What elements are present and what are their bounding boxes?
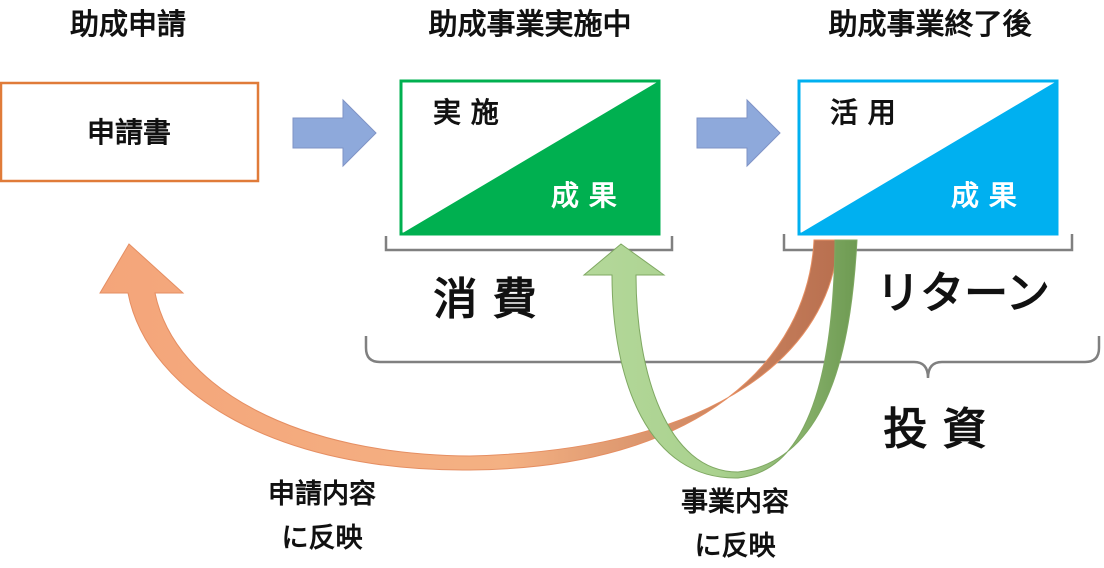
utilization-label: 活 用 <box>830 96 896 129</box>
stage-after-title: 助成事業終了後 <box>828 7 1032 41</box>
implementation-result-label: 成 果 <box>551 179 617 212</box>
consumption-label: 消 費 <box>433 274 536 325</box>
feedback-arrow-application <box>99 239 839 471</box>
flow-arrow-right-2 <box>696 98 781 168</box>
investment-label: 投 資 <box>883 404 986 455</box>
stage-application-title: 助成申請 <box>70 7 186 41</box>
return-bracket <box>782 234 1074 252</box>
utilization-result-fill <box>799 81 1057 234</box>
application-feedback-line2: に反映 <box>282 523 363 554</box>
flow-arrow-right-1 <box>292 98 377 168</box>
feedback-arrow-project <box>582 239 858 479</box>
consumption-bracket <box>384 236 674 252</box>
investment-brace <box>364 336 1101 379</box>
application-document-label: 申請書 <box>87 116 171 149</box>
application-feedback-line1: 申請内容 <box>268 478 376 510</box>
project-feedback-line2: に反映 <box>695 531 776 562</box>
utilization-box <box>797 79 1059 236</box>
return-label: リターン <box>876 268 1050 319</box>
implementation-result-fill <box>401 81 659 234</box>
implementation-label: 実 施 <box>433 96 499 129</box>
implementation-box <box>399 79 661 236</box>
application-document-box <box>0 81 260 183</box>
utilization-result-label: 成 果 <box>951 179 1017 212</box>
stage-implementation-title: 助成事業実施中 <box>428 7 631 41</box>
project-feedback-line1: 事業内容 <box>681 486 789 518</box>
